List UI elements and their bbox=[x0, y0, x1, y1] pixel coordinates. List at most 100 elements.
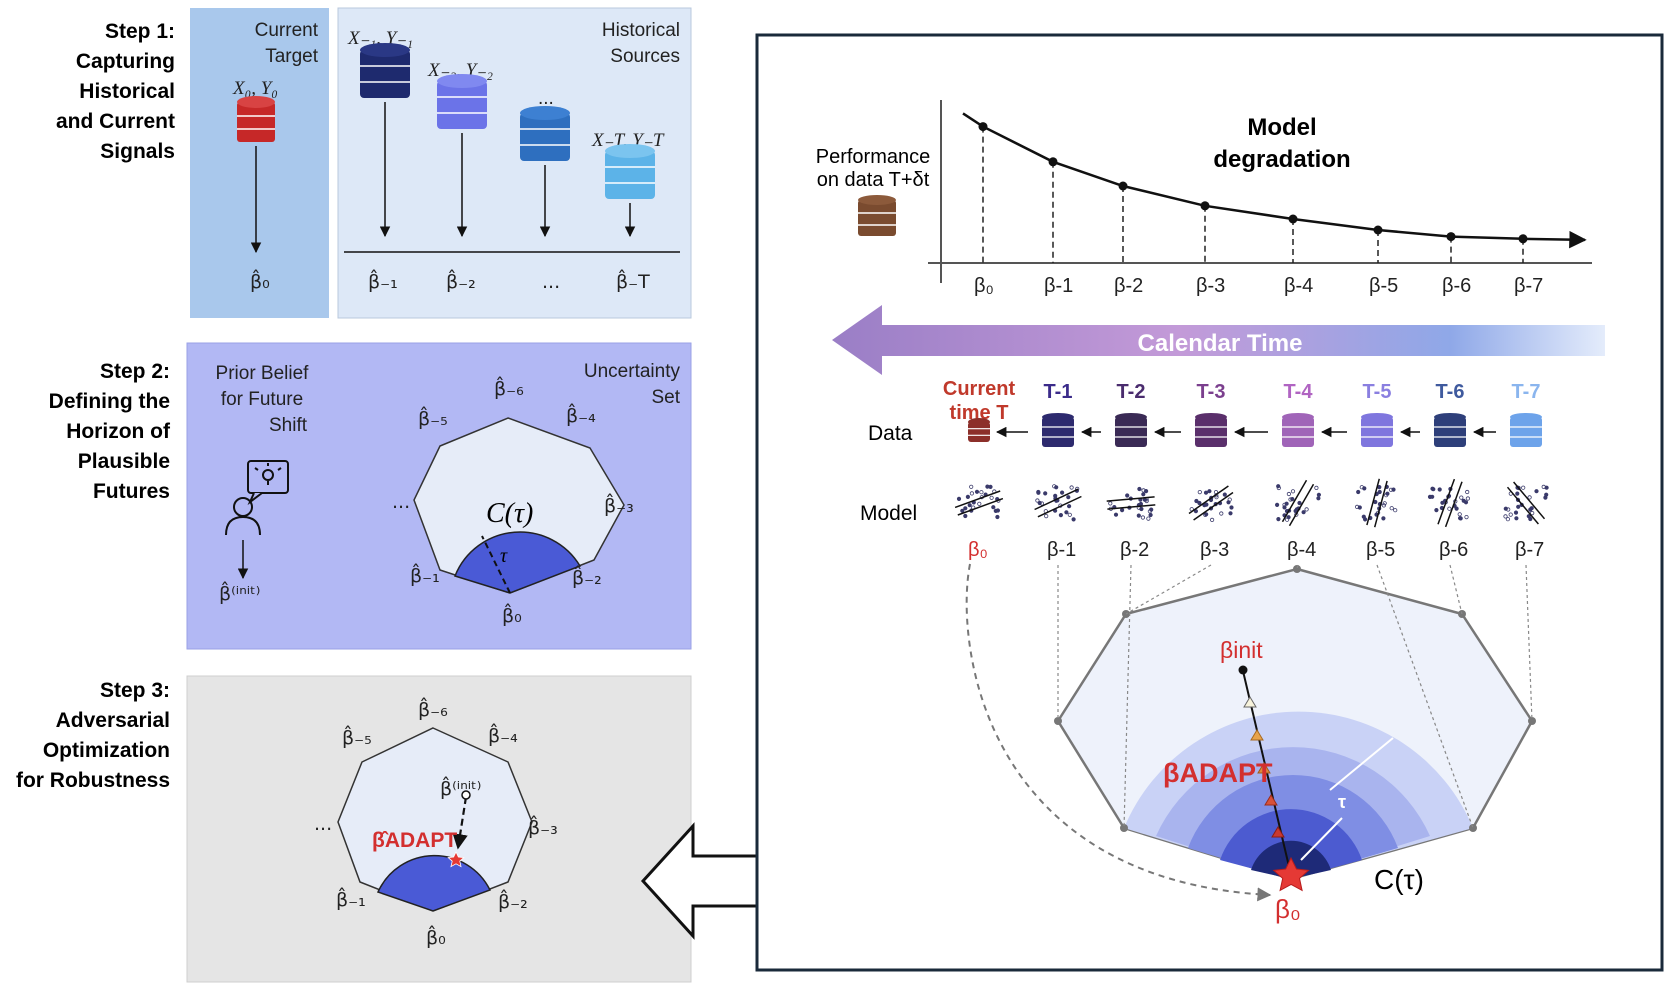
step2-title-line: Defining the bbox=[49, 390, 170, 413]
vertex-connector bbox=[1123, 564, 1132, 829]
degradation-beta-label: β-2 bbox=[1114, 275, 1143, 297]
degradation-point bbox=[1446, 232, 1456, 242]
degradation-curve bbox=[962, 112, 1587, 249]
model-scatter-icon bbox=[1274, 479, 1321, 527]
polygon-vertex-label: β̂₋₁ bbox=[336, 887, 366, 911]
data-row-label: Data bbox=[868, 422, 913, 445]
step1-title-line: Step 1: bbox=[105, 20, 175, 43]
beta-0-label: β₀ bbox=[1275, 894, 1301, 924]
database-icon bbox=[1282, 413, 1314, 447]
current-target-label: Target bbox=[265, 46, 319, 67]
model-row bbox=[954, 478, 1549, 528]
database-icon bbox=[968, 418, 990, 442]
degradation-beta-label: β-3 bbox=[1196, 275, 1225, 297]
model-beta-label: β-2 bbox=[1120, 539, 1149, 561]
time-label: T-4 bbox=[1284, 381, 1314, 403]
step3-title-line: Step 3: bbox=[100, 679, 170, 702]
degradation-beta-label: β₀ bbox=[974, 275, 994, 297]
polygon-vertex-label: β̂₋₂ bbox=[572, 565, 602, 589]
polygon-vertex-label: β̂₋₃ bbox=[604, 493, 634, 517]
historical-sources-label: Sources bbox=[610, 46, 680, 67]
model-scatter-icon bbox=[1503, 481, 1549, 525]
beta0-return-arrow bbox=[965, 563, 1272, 902]
step2-title-line: Plausible bbox=[78, 450, 170, 473]
uncertainty-set-label: Set bbox=[651, 387, 680, 408]
source-xy-label: ... bbox=[538, 88, 554, 109]
time-label: T-3 bbox=[1197, 381, 1226, 403]
step1-title-line: Historical bbox=[79, 80, 175, 103]
current-target-label: Current bbox=[255, 20, 319, 41]
database-icon bbox=[237, 96, 275, 142]
polygon-vertex-label: β̂₋₆ bbox=[494, 376, 524, 400]
step3-uncertainty-polygon bbox=[337, 727, 533, 912]
beta-adapt-label: βADAPT bbox=[1163, 758, 1273, 788]
c-tau-label: C(τ) bbox=[1374, 864, 1424, 895]
polygon-vertex-label: β̂₋₄ bbox=[488, 723, 518, 747]
vertex-connectors bbox=[1057, 564, 1533, 829]
database-icon bbox=[437, 74, 487, 129]
model-scatter-icon bbox=[954, 484, 1004, 520]
step3-title-line: for Robustness bbox=[16, 769, 170, 792]
model-beta-label: β-6 bbox=[1439, 539, 1468, 561]
beta-init-label: β̂⁽ⁱⁿⁱᵗ⁾ bbox=[440, 776, 481, 800]
polygon-vertex-label: ... bbox=[314, 813, 332, 835]
step2-title-line: Futures bbox=[93, 480, 170, 503]
model-beta-label: β-5 bbox=[1366, 539, 1395, 561]
model-beta-label: β-4 bbox=[1287, 539, 1316, 561]
current-xy-label: X₀, Y₀ bbox=[232, 78, 278, 99]
database-icon bbox=[605, 144, 655, 199]
source-xy-label: X₋₁, Y₋₁ bbox=[347, 28, 413, 49]
degradation-beta-label: β-5 bbox=[1369, 275, 1398, 297]
step2-title: Step 2: Defining the Horizon of Plausibl… bbox=[49, 360, 171, 503]
step1-current-panel bbox=[190, 8, 329, 318]
step2-title-line: Horizon of bbox=[66, 420, 171, 443]
database-icon bbox=[1042, 413, 1074, 447]
step2-uncertainty-polygon bbox=[413, 417, 625, 594]
historical-sources-label: Historical bbox=[602, 20, 680, 41]
polygon-vertex-label: β̂₋₅ bbox=[342, 725, 372, 749]
degradation-beta-label: β-4 bbox=[1284, 275, 1313, 297]
step1-title-line: Signals bbox=[100, 140, 175, 163]
polygon-vertex-label: β̂₋₃ bbox=[528, 815, 558, 839]
database-icon bbox=[858, 195, 896, 236]
model-beta-label: β-7 bbox=[1515, 539, 1544, 561]
prior-belief-label: Shift bbox=[269, 415, 308, 436]
step3-title: Step 3: Adversarial Optimization for Rob… bbox=[16, 679, 170, 792]
degradation-point bbox=[1118, 181, 1128, 191]
polygon-vertex-label: β̂₋₅ bbox=[418, 406, 448, 430]
tau-label: τ bbox=[1338, 792, 1346, 812]
beta-hat-label: β̂₋₂ bbox=[446, 269, 476, 293]
degradation-point bbox=[1048, 157, 1058, 167]
polygon-vertex-label: β̂₀ bbox=[426, 925, 446, 949]
model-scatter-icon bbox=[1427, 478, 1470, 528]
database-icon bbox=[360, 43, 410, 98]
polygon-vertex-label: β̂₋₄ bbox=[566, 403, 596, 427]
right-uncertainty-polygon bbox=[1054, 565, 1536, 881]
beta-hat-label: β̂₋T bbox=[616, 269, 650, 293]
calendar-time-label: Calendar Time bbox=[1138, 330, 1303, 357]
degradation-beta-label: β-1 bbox=[1044, 275, 1073, 297]
polygon-vertex bbox=[1469, 824, 1477, 832]
beta-init-label: βinit bbox=[1220, 637, 1263, 663]
degradation-point bbox=[1288, 214, 1298, 224]
degradation-beta-label: β-7 bbox=[1514, 275, 1543, 297]
polygon-vertex-label: β̂₀ bbox=[502, 603, 522, 627]
degradation-points bbox=[978, 122, 1528, 263]
beta-init-label: β̂⁽ⁱⁿⁱᵗ⁾ bbox=[219, 581, 260, 605]
database-icon bbox=[1434, 413, 1466, 447]
person-thought-icon bbox=[225, 460, 289, 536]
big-left-arrow bbox=[640, 822, 759, 940]
database-icon bbox=[520, 106, 570, 161]
polygon-vertex-label: β̂₋₂ bbox=[498, 889, 528, 913]
time-label: T-1 bbox=[1044, 381, 1073, 403]
tau-label: τ bbox=[500, 545, 508, 567]
polygon-vertex-label: ... bbox=[392, 491, 410, 513]
degradation-point bbox=[1200, 201, 1210, 211]
performance-label: on data T+δt bbox=[817, 169, 930, 191]
model-scatter-icon bbox=[1106, 486, 1156, 521]
time-label: T-7 bbox=[1512, 381, 1541, 403]
time-label: time T bbox=[950, 402, 1009, 424]
